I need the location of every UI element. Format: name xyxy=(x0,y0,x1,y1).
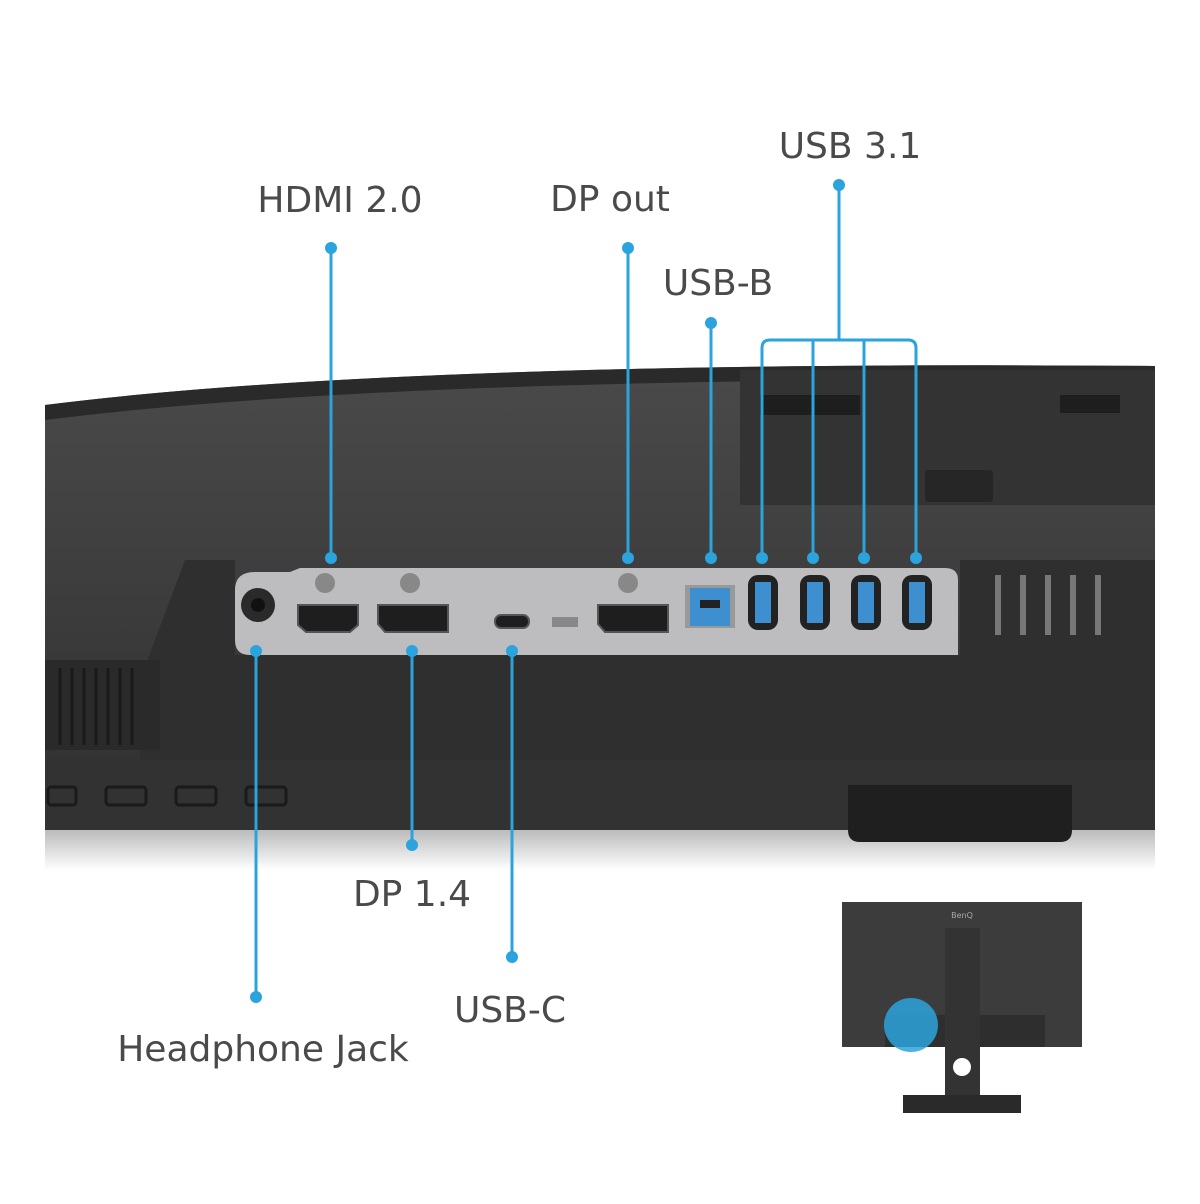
label-usb31: USB 3.1 xyxy=(779,126,922,167)
vent-holes xyxy=(995,575,1101,635)
dp-port xyxy=(377,604,449,633)
usb-a-ports xyxy=(748,575,932,630)
port-panel xyxy=(235,568,958,655)
hdmi-port xyxy=(297,604,359,633)
callout-dots xyxy=(250,179,922,1003)
headphone-port xyxy=(241,588,275,622)
label-usb-c: USB-C xyxy=(454,990,566,1031)
usb-c-port xyxy=(494,614,530,629)
callout-lines xyxy=(254,185,918,997)
label-hdmi: HDMI 2.0 xyxy=(257,180,422,221)
label-dp14: DP 1.4 xyxy=(353,874,471,915)
osd-buttons[interactable] xyxy=(46,785,288,807)
usb-b-port xyxy=(685,585,735,628)
label-usb-b: USB-B xyxy=(663,263,773,304)
highlight-circle xyxy=(884,998,938,1052)
dp-out-port xyxy=(597,604,669,633)
label-headphone: Headphone Jack xyxy=(117,1029,409,1070)
label-dp-out: DP out xyxy=(550,179,670,220)
stand-foot xyxy=(848,785,1072,842)
benq-logo: BenQ xyxy=(951,911,973,920)
monitor-thumbnail: BenQ xyxy=(842,902,1082,1113)
